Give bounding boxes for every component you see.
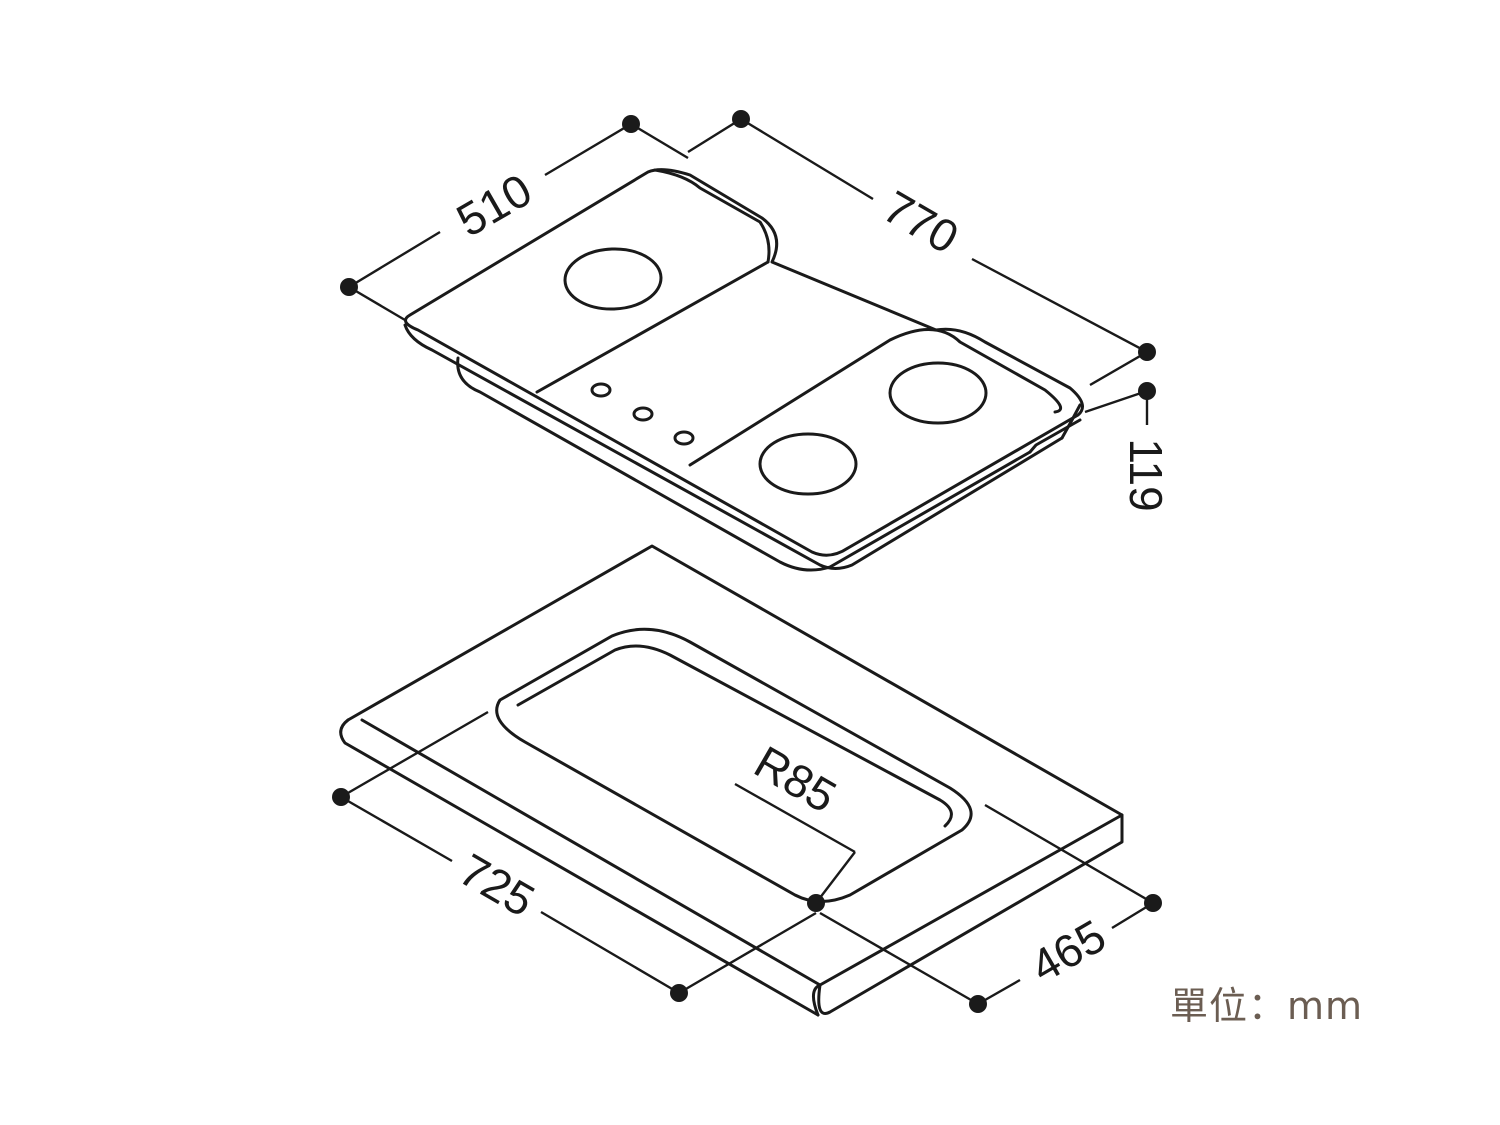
hob-tray — [456, 356, 1032, 572]
slab-top — [346, 544, 1124, 1015]
dim-465: 465 — [819, 803, 1162, 1013]
slab-right-edge — [818, 813, 1124, 987]
burner-left — [563, 247, 663, 311]
hob-control-strip — [535, 260, 770, 394]
dim-510-label: 510 — [448, 163, 540, 246]
hob-right-edge — [1060, 403, 1082, 440]
counter-slab — [339, 544, 1124, 1017]
dim-510: 510 — [340, 115, 689, 322]
burner-right-front — [758, 432, 858, 496]
dim-770-label: 770 — [875, 180, 967, 263]
burner-right-back — [888, 361, 988, 425]
dim-r85: R85 — [734, 736, 856, 912]
knob-3 — [673, 430, 695, 446]
knob-1 — [590, 382, 612, 398]
hob-back-lip — [653, 168, 771, 264]
knob-2 — [632, 406, 654, 422]
hob-edge — [403, 323, 1064, 570]
hob-tray-right — [1028, 418, 1082, 454]
slab-front-left — [339, 718, 820, 1017]
dim-r85-label: R85 — [746, 736, 845, 823]
dim-770: 770 — [687, 110, 1156, 387]
dim-465-label: 465 — [1022, 909, 1114, 992]
slab-front-top-edge — [360, 718, 822, 1017]
dim-119: 119 — [1084, 382, 1172, 512]
dim-725-label: 725 — [451, 843, 543, 926]
unit-label: 單位：mm — [1170, 984, 1364, 1028]
dim-119-label: 119 — [1120, 438, 1172, 511]
cutout-outer — [495, 627, 973, 903]
dim-725: 725 — [332, 710, 817, 1002]
hob-outline — [403, 168, 1084, 572]
hob-right-panel — [688, 328, 1063, 467]
hob-top-plate — [404, 168, 1084, 557]
cutout-inner — [516, 644, 953, 828]
